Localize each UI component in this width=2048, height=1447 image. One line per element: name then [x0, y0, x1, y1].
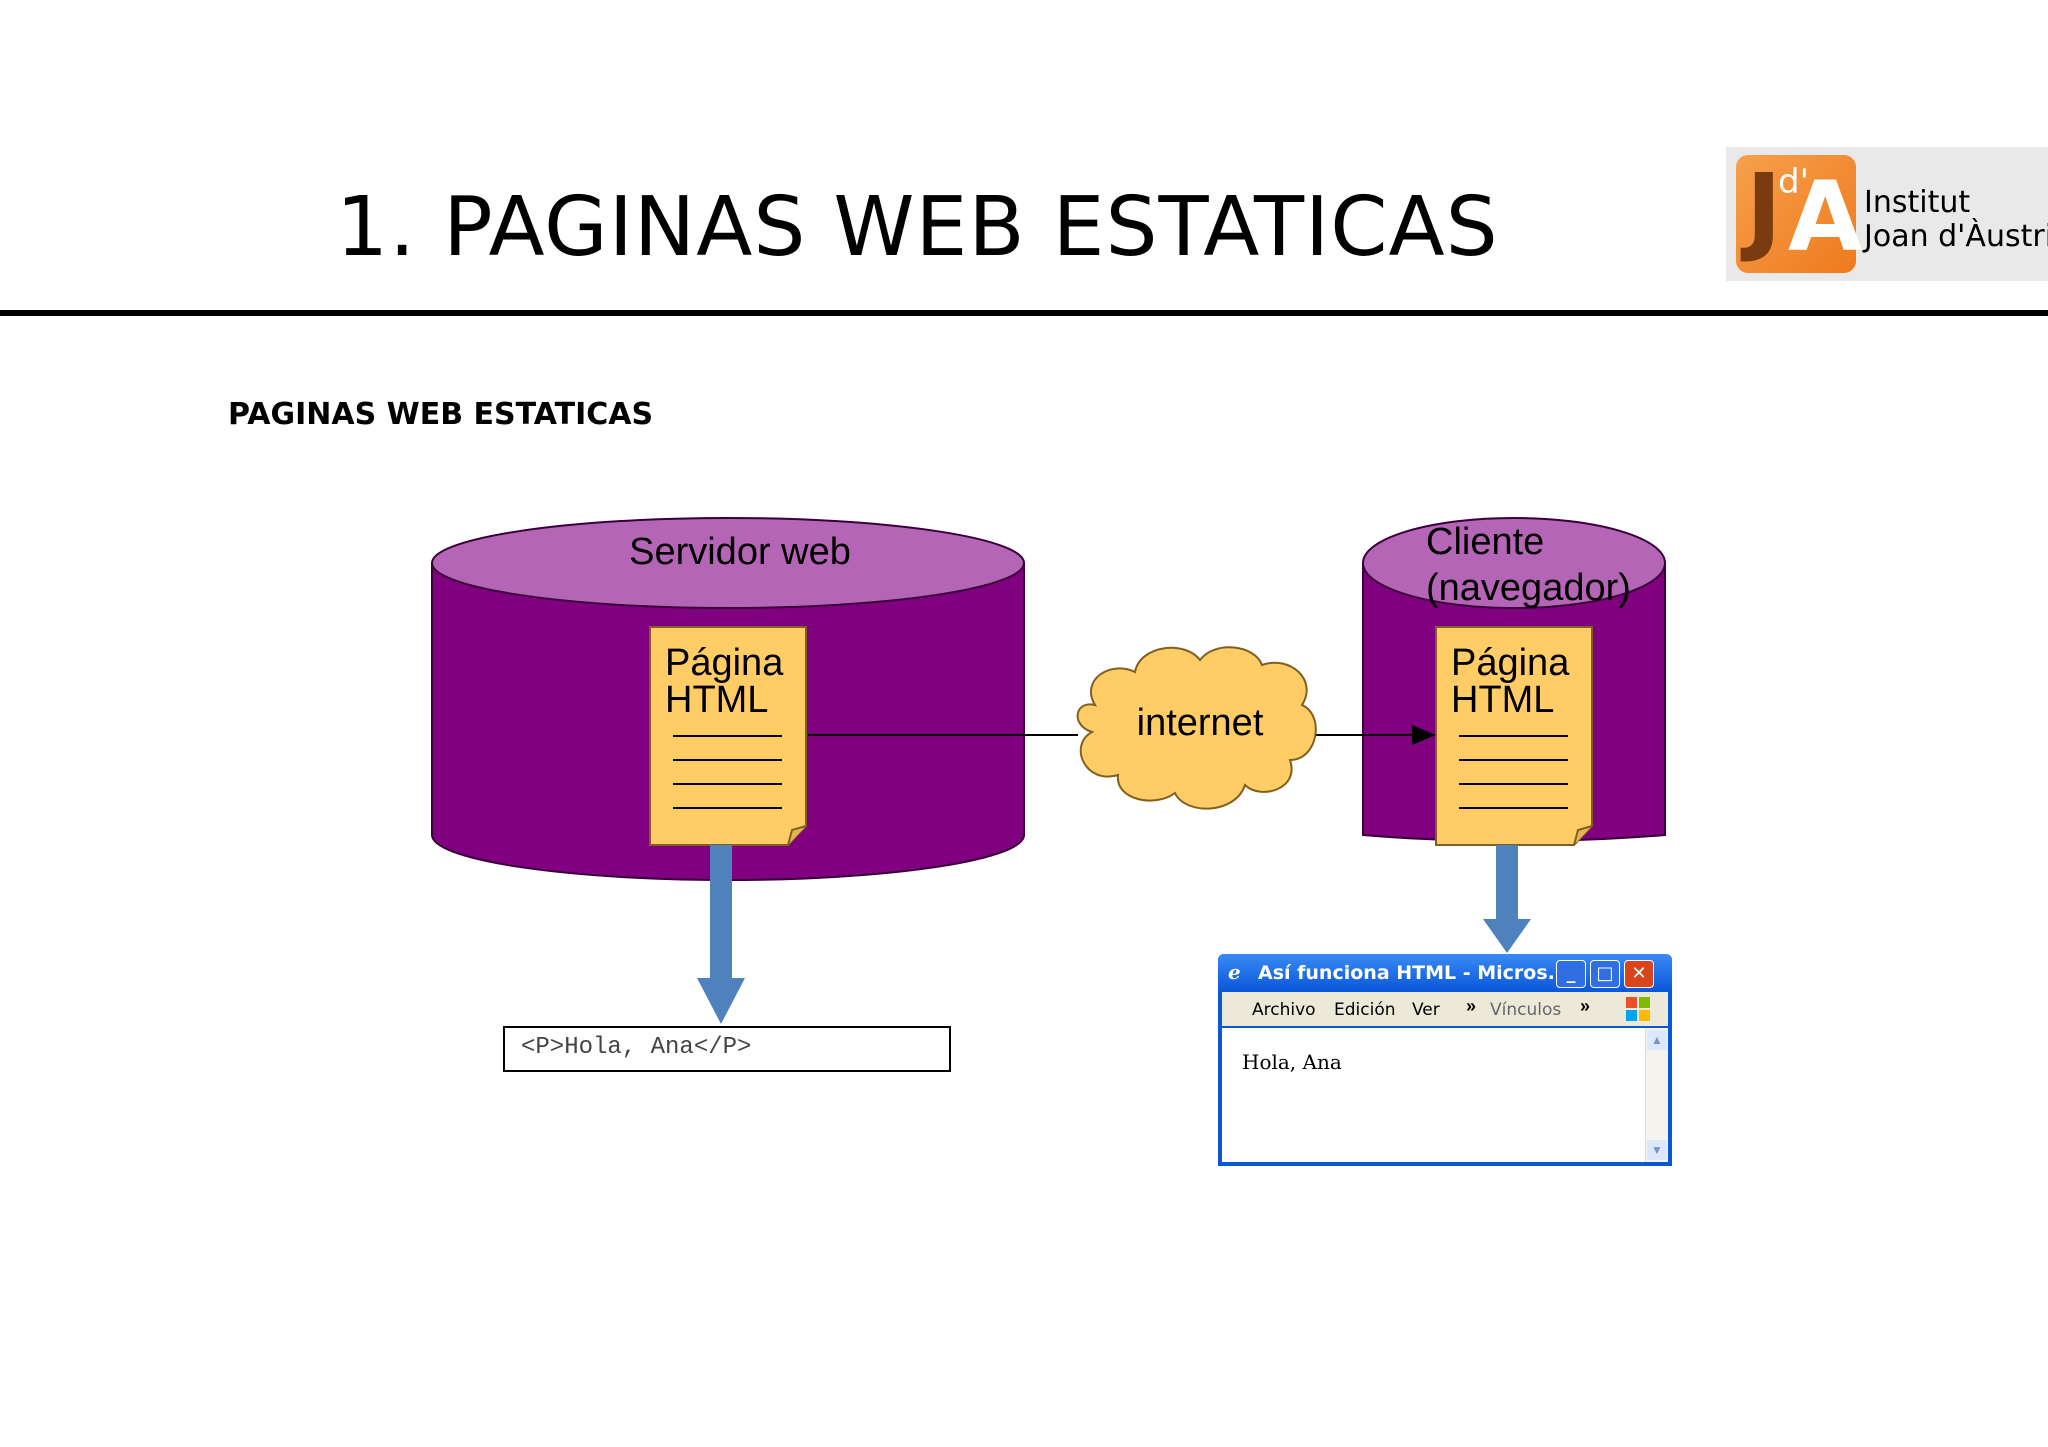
server-html-page: Página HTML	[649, 626, 807, 846]
server-down-arrow	[697, 845, 745, 1024]
client-page-label-line2: HTML	[1451, 679, 1554, 721]
windows-flag-icon	[1626, 997, 1650, 1021]
server-label: Servidor web	[629, 531, 851, 573]
server-page-label-line2: HTML	[665, 679, 768, 721]
menu-archivo[interactable]: Archivo	[1252, 1000, 1316, 1020]
logo-mark-a: A	[1788, 161, 1863, 273]
server-page-label-line1: Página	[665, 642, 784, 684]
cloud-label: internet	[1137, 702, 1264, 744]
logo-mark-d: d'	[1778, 162, 1809, 202]
menu-overflow-chevron-icon[interactable]: »	[1466, 996, 1477, 1016]
client-html-page: Página HTML	[1435, 626, 1593, 846]
close-icon: ✕	[1631, 963, 1647, 984]
maximize-button[interactable]: □	[1590, 960, 1620, 988]
menu-vinculos[interactable]: Vínculos	[1490, 1000, 1562, 1020]
institution-logo: J d' A Institut Joan d'Àustria	[1726, 147, 2048, 281]
minimize-button[interactable]: _	[1556, 960, 1586, 988]
browser-titlebar[interactable]: e Así funciona HTML - Micros... _ □ ✕	[1218, 954, 1672, 992]
menu-edicion[interactable]: Edición	[1334, 1000, 1396, 1020]
client-page-label-line1: Página	[1451, 642, 1570, 684]
logo-mark: J d' A	[1736, 153, 1862, 273]
close-button[interactable]: ✕	[1624, 960, 1654, 988]
maximize-icon: □	[1596, 963, 1614, 984]
client-label-line2: (navegador)	[1426, 567, 1631, 609]
client-label-line1: Cliente	[1426, 521, 1544, 563]
browser-menubar: Archivo Edición Ver » Vínculos »	[1222, 992, 1668, 1026]
html-code-box: <P>Hola, Ana</P>	[503, 1026, 951, 1072]
client-down-arrow	[1483, 845, 1531, 953]
scroll-down-icon[interactable]: ▼	[1647, 1140, 1667, 1160]
internet-cloud: internet	[1076, 646, 1317, 810]
section-subtitle: PAGINAS WEB ESTATICAS	[228, 397, 654, 432]
browser-content: Hola, Ana ▲ ▼	[1222, 1028, 1668, 1162]
ie-icon: e	[1228, 960, 1241, 984]
title-rule	[0, 310, 2048, 316]
slide-title: 1. PAGINAS WEB ESTATICAS	[336, 180, 1499, 275]
links-overflow-chevron-icon[interactable]: »	[1580, 996, 1591, 1016]
logo-text-line1: Institut	[1864, 185, 1971, 220]
menu-ver[interactable]: Ver	[1412, 1000, 1440, 1020]
logo-mark-j: J	[1746, 153, 1782, 265]
browser-content-text: Hola, Ana	[1242, 1050, 1342, 1074]
scroll-up-icon[interactable]: ▲	[1647, 1030, 1667, 1050]
logo-text-line2: Joan d'Àustria	[1864, 219, 2048, 254]
browser-scrollbar[interactable]: ▲ ▼	[1645, 1028, 1668, 1162]
browser-window: e Así funciona HTML - Micros... _ □ ✕ Ar…	[1218, 954, 1672, 1166]
browser-title: Así funciona HTML - Micros...	[1258, 962, 1570, 984]
minimize-icon: _	[1566, 963, 1576, 984]
